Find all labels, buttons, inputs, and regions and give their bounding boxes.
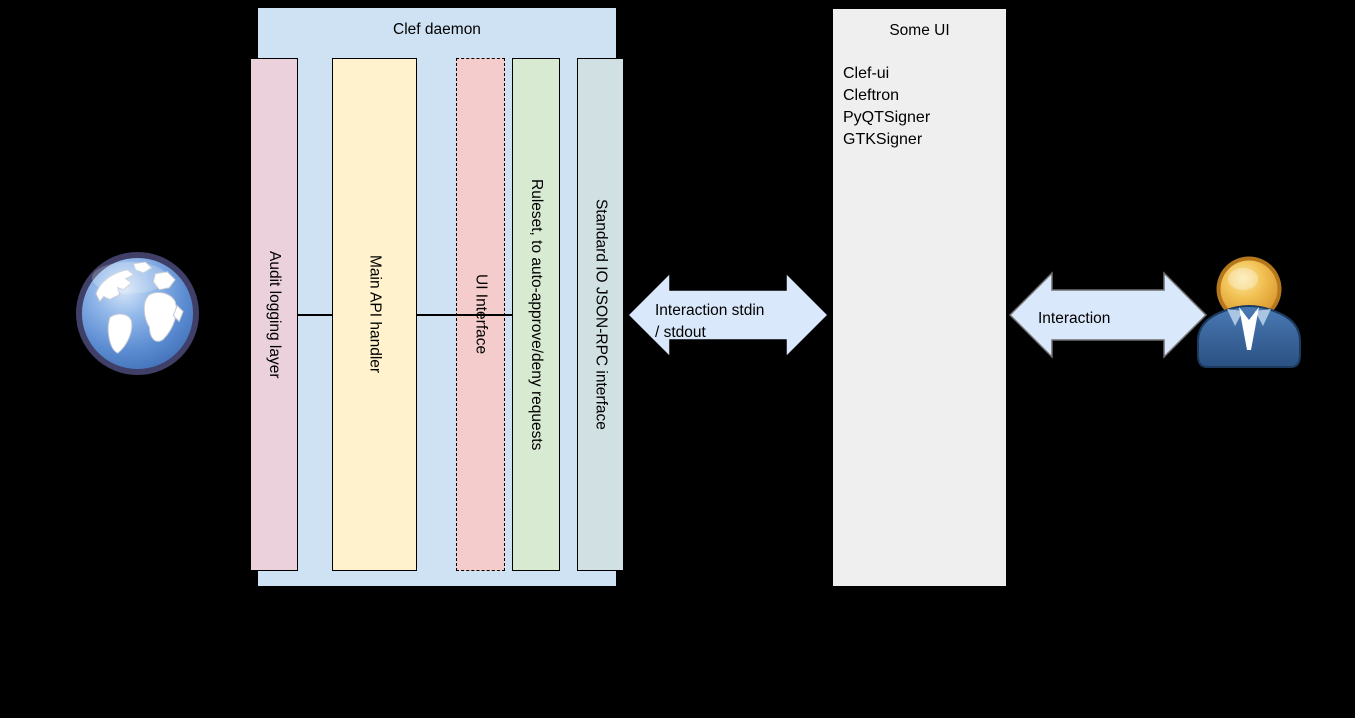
ruleset-bar-label: Ruleset, to auto-approve/deny requests <box>527 178 545 451</box>
clef-daemon-box: Clef daemon <box>257 7 617 587</box>
some-ui-box: Some UI Clef-ui Cleftron PyQTSigner GTKS… <box>832 8 1007 587</box>
interaction-arrow-label: Interaction <box>1038 310 1111 327</box>
audit-logging-bar: Audit logging layer <box>250 58 298 571</box>
clef-daemon-title: Clef daemon <box>393 21 481 38</box>
stdin-stdout-arrow-label: Interaction stdin / stdout <box>655 300 764 343</box>
some-ui-list-item: GTKSigner <box>843 131 923 148</box>
user-icon <box>1197 256 1301 368</box>
connector-api-to-ruleset <box>417 314 512 316</box>
ruleset-bar: Ruleset, to auto-approve/deny requests <box>512 58 560 571</box>
globe-icon <box>75 251 200 376</box>
some-ui-list-item: PyQTSigner <box>843 109 931 126</box>
main-api-handler-bar-label: Main API handler <box>366 255 384 374</box>
some-ui-list-item: Cleftron <box>843 87 900 104</box>
stdio-jsonrpc-bar: Standard IO JSON-RPC interface <box>577 58 624 571</box>
some-ui-list-item: Clef-ui <box>843 65 890 82</box>
interaction-arrow <box>1008 271 1208 359</box>
stdin-stdout-arrow-label-line1: Interaction stdin <box>655 302 765 319</box>
audit-logging-bar-label: Audit logging layer <box>265 250 283 379</box>
connector-audit-to-api <box>298 314 332 316</box>
main-api-handler-bar: Main API handler <box>332 58 417 571</box>
some-ui-title: Some UI <box>889 22 950 39</box>
stdin-stdout-arrow-label-line2: / stdout <box>655 323 706 341</box>
stdin-stdout-arrow <box>626 271 830 359</box>
stdio-jsonrpc-bar-label: Standard IO JSON-RPC interface <box>592 199 610 430</box>
some-ui-list: Clef-ui Cleftron PyQTSigner GTKSigner <box>843 63 930 151</box>
